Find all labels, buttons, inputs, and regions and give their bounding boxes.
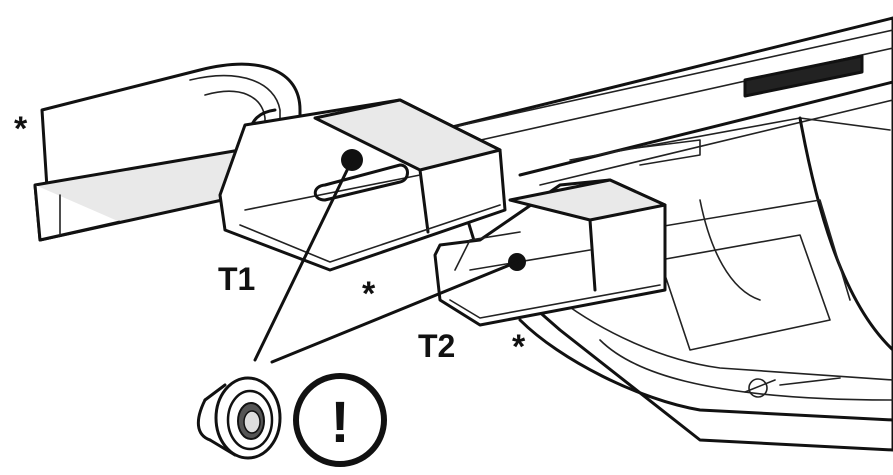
- vent-grille: [743, 54, 864, 98]
- exclamation-circle-icon: !: [293, 373, 387, 467]
- connector-t1: [218, 98, 507, 272]
- asterisk-t1: *: [362, 275, 376, 313]
- label-t1: T1: [218, 261, 255, 297]
- tape-roll-icon: [196, 376, 282, 460]
- warning-mark: !: [330, 390, 349, 455]
- label-t2: T2: [418, 328, 455, 364]
- screw-icon: [744, 378, 776, 398]
- asterisk-t2: *: [512, 328, 526, 366]
- leader-lines: [253, 158, 519, 364]
- asterisk-elbow: *: [14, 110, 28, 148]
- connector-t2: [433, 178, 667, 327]
